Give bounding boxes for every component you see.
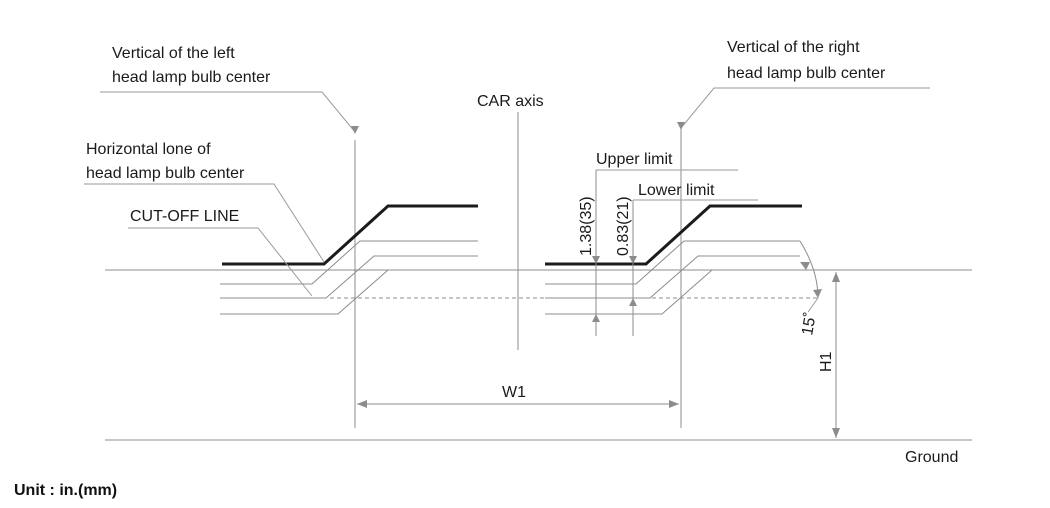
ground-label: Ground [905,449,958,466]
upper-dim-arrow-top [592,256,600,264]
h1-arrow-bottom [832,428,840,438]
lower-dim-arrow-top [629,256,637,264]
cutoff-line-leader [128,227,313,297]
vertical-left-leader-arrowhead [351,126,359,134]
h1-label: H1 [818,351,835,372]
vertical-right-label-line1: Vertical of the right [727,39,860,56]
w1-label: W1 [502,384,526,401]
h1-arrow-top [832,272,840,282]
vertical-left-leader [100,91,356,133]
lower-dimension-label: 0.83(21) [615,196,632,256]
lower-limit-label: Lower limit [638,182,715,199]
horizontal-line-label-line1: Horizontal lone of [86,141,211,158]
w1-arrow-right [669,400,679,408]
left-cutoff-line [222,204,478,266]
left-pattern-line-1 [220,240,478,285]
left-pattern-line-2 [220,255,478,299]
left-pattern-line-3 [220,269,389,315]
car-axis-label: CAR axis [477,93,544,110]
angle-leader [807,297,819,313]
cutoff-line-label: CUT-OFF LINE [130,208,239,225]
upper-dim-arrow-bottom [592,314,600,322]
unit-label: Unit : in.(mm) [14,482,117,499]
angle-arrow-top [800,262,810,270]
upper-dimension-label: 1.38(35) [578,196,595,256]
vertical-right-label-line2: head lamp bulb center [727,65,886,82]
vertical-left-label-line2: head lamp bulb center [112,69,271,86]
angle-label: 15˚ [799,311,820,337]
lower-dim-arrow-bottom [629,298,637,306]
horizontal-line-label-line2: head lamp bulb center [86,165,245,182]
horizontal-line-leader [84,183,325,263]
right-pattern-line-3 [545,269,713,315]
right-pattern-line-1 [545,240,800,285]
vertical-left-label-line1: Vertical of the left [112,45,235,62]
w1-arrow-left [357,400,367,408]
vertical-right-leader-arrowhead [677,122,685,130]
vertical-right-leader [680,87,930,129]
upper-limit-label: Upper limit [596,151,673,168]
right-pattern-line-2 [545,255,800,299]
angle-arrow-bottom [813,289,822,298]
